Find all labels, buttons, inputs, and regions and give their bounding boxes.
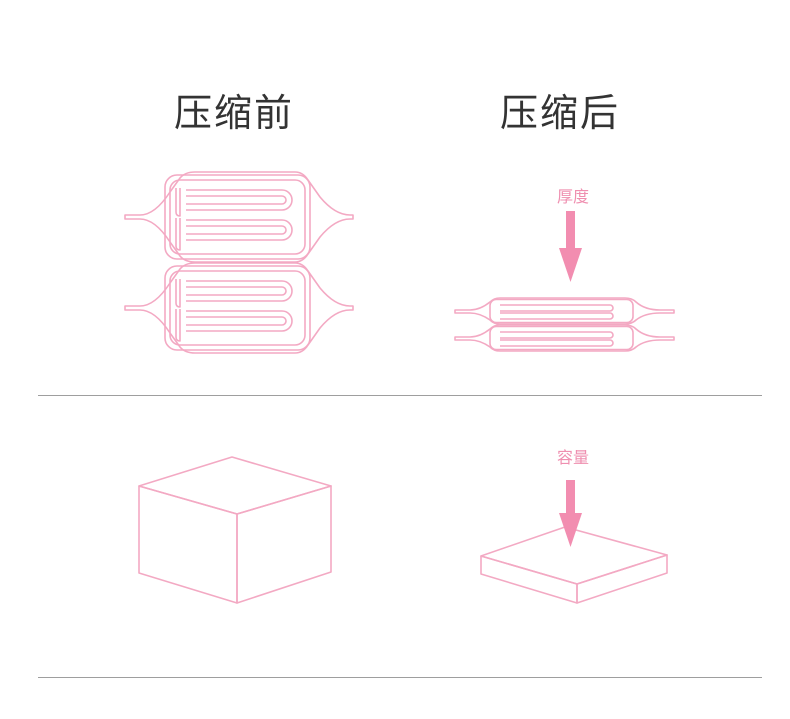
pad-pack-icon: [124, 171, 354, 354]
down-arrow-icon: [559, 480, 582, 547]
compressed-pad-pack-icon: [454, 297, 675, 352]
thickness-label: 厚度: [556, 187, 589, 206]
cube-icon: [138, 456, 332, 604]
title-before-compression: 压缩前: [173, 91, 294, 135]
volume-label: 容量: [556, 448, 589, 467]
flat-box-icon: [480, 526, 668, 604]
section-divider-top: [38, 395, 762, 396]
down-arrow-icon: [559, 211, 582, 282]
title-after-compression: 压缩后: [499, 91, 620, 135]
section-divider-bottom: [38, 677, 762, 678]
